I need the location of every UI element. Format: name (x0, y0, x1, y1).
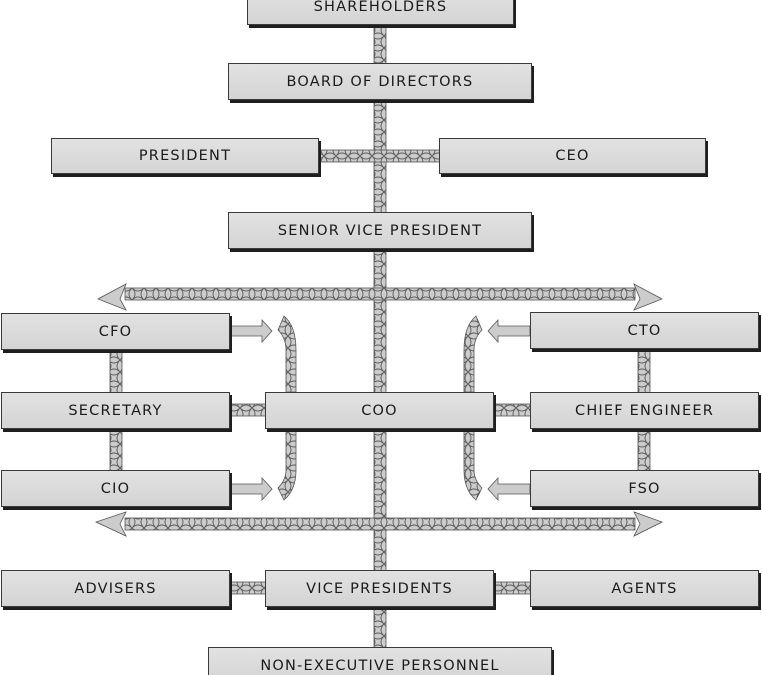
node-chief-engineer: CHIEF ENGINEER (530, 392, 759, 429)
node-cio: CIO (1, 470, 230, 507)
node-label-non-executive: NON-EXECUTIVE PERSONNEL (260, 657, 500, 674)
node-label-coo: COO (361, 402, 398, 419)
node-label-cfo: CFO (98, 323, 133, 340)
president-ceo-link (318, 149, 441, 163)
arrow-bottom-left (94, 511, 127, 537)
node-label-president: PRESIDENT (138, 148, 232, 164)
chief-engineer-fso-link (637, 428, 651, 472)
node-label-fso: FSO (628, 480, 661, 497)
node-label-board: BOARD OF DIRECTORS (286, 73, 474, 90)
left-curve-lower (229, 476, 273, 502)
node-label-secretary: SECRETARY (68, 402, 163, 419)
secretary-coo-link (229, 403, 267, 417)
coo-chief-engineer-link (493, 403, 532, 417)
node-label-cto: CTO (627, 322, 662, 339)
bottom-branch-bar (124, 517, 636, 531)
right-curve-upper-arc (463, 315, 483, 393)
node-non-executive-personnel: NON-EXECUTIVE PERSONNEL (208, 647, 552, 675)
node-label-agents: AGENTS (611, 580, 678, 597)
node-agents: AGENTS (530, 570, 759, 607)
node-label-ceo: CEO (555, 148, 590, 164)
node-label-chief-engineer: CHIEF ENGINEER (575, 402, 714, 419)
top-branch-bar (124, 287, 636, 301)
node-vice-presidents: VICE PRESIDENTS (265, 570, 494, 607)
right-curve-upper (487, 318, 531, 344)
node-cfo: CFO (1, 313, 230, 350)
trunk-connector (373, 23, 387, 650)
node-advisers: ADVISERS (1, 570, 230, 607)
node-label-svp: SENIOR VICE PRESIDENT (277, 222, 483, 239)
advisers-vp-link (229, 581, 267, 595)
arrow-top-right (633, 283, 663, 311)
left-curve-upper (229, 318, 273, 344)
node-ceo: CEO (439, 138, 706, 174)
node-senior-vice-president: SENIOR VICE PRESIDENT (228, 212, 532, 249)
node-label-shareholders: SHAREHOLDERS (313, 0, 448, 15)
left-curve-lower-arc (277, 429, 297, 501)
right-curve-lower-arc (463, 429, 483, 501)
node-fso: FSO (530, 470, 759, 507)
arrow-top-left (97, 283, 127, 311)
node-secretary: SECRETARY (1, 392, 230, 429)
node-president: PRESIDENT (51, 138, 319, 174)
cfo-secretary-link (109, 349, 123, 394)
vp-agents-link (493, 581, 532, 595)
right-curve-lower (487, 476, 531, 502)
node-board-of-directors: BOARD OF DIRECTORS (228, 63, 532, 100)
node-cto: CTO (530, 312, 759, 349)
node-label-advisers: ADVISERS (74, 580, 157, 597)
node-label-vice-presidents: VICE PRESIDENTS (306, 580, 453, 597)
node-label-cio: CIO (100, 480, 131, 497)
arrow-bottom-right (633, 511, 664, 537)
node-shareholders: SHAREHOLDERS (247, 0, 514, 25)
cto-chief-engineer-link (637, 348, 651, 394)
secretary-cio-link (109, 428, 123, 472)
node-coo: COO (265, 392, 494, 429)
left-curve-upper-arc (277, 315, 297, 393)
